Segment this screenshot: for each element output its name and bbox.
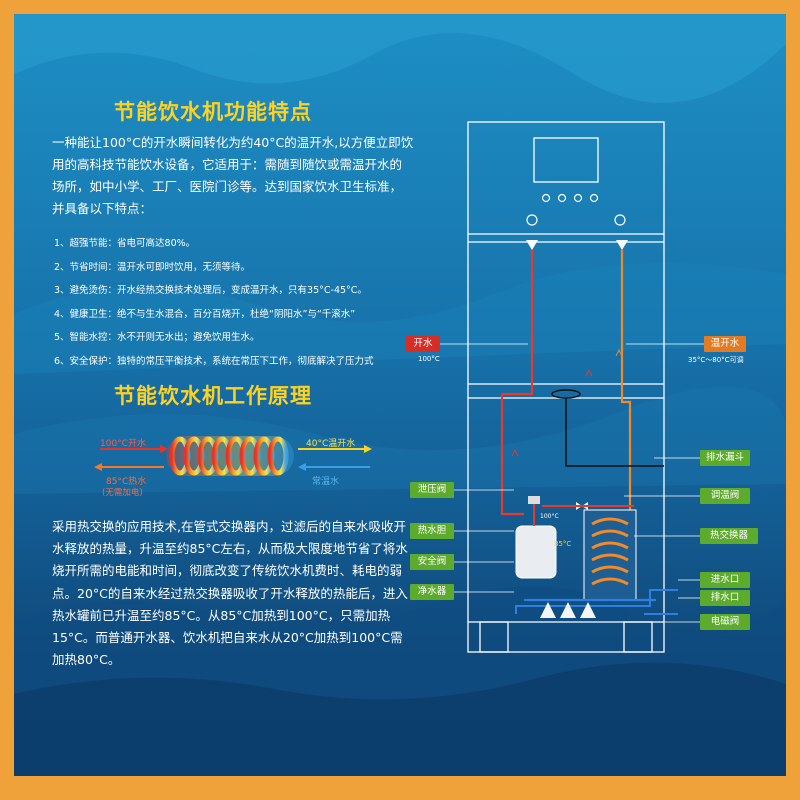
label-no-heat: (无需加电)	[102, 488, 143, 498]
label-purifier: 净水器	[410, 584, 454, 600]
feature-item: 5、智能水控：水不开则无水出；避免饮用生水。	[54, 332, 260, 343]
label-boiling-temp: 100°C	[418, 355, 440, 363]
label-normal-water: 常温水	[312, 477, 340, 487]
feature-item: 2、节省时间：温开水可即时饮用，无须等待。	[54, 261, 251, 273]
machine-diagram: 100°C 85°C	[467, 121, 678, 653]
drain-funnel-icon	[551, 389, 581, 399]
label-warm-out: 40°C温开水	[306, 439, 356, 449]
label-warm-water: 温开水	[704, 336, 746, 352]
label-heat-exchanger: 热交换器	[700, 528, 758, 544]
feature-item: 4、健康卫生：绝不与生水混合，百分百烧开，杜绝“阴阳水”与“千滚水”	[54, 308, 356, 320]
poster: 节能饮水机功能特点 一种能让100°C的开水瞬间转化为约40°C的温开水,以方便…	[14, 14, 786, 776]
feature-item: 1、超强节能：省电可高达80%。	[54, 238, 196, 249]
title-features: 节能饮水机功能特点	[114, 100, 312, 124]
feature-list: 1、超强节能：省电可高达80%。 2、节省时间：温开水可即时饮用，无须等待。 3…	[54, 232, 374, 373]
display-screen-icon	[533, 137, 599, 183]
temp-85-label: 85°C	[554, 540, 571, 548]
faucet-warm-icon	[616, 240, 628, 250]
coil-icon	[166, 436, 294, 476]
principle-graphic	[94, 436, 372, 476]
feature-item: 3、避免烫伤：开水经热交换技术处理后，变成温开水，只有35°C-45°C。	[54, 285, 367, 296]
label-drain-funnel: 排水漏斗	[700, 450, 750, 466]
label-regulating-valve: 调温阀	[700, 488, 750, 504]
machine-body	[467, 121, 665, 653]
drain-line	[565, 398, 664, 467]
label-hot-tank: 热水胆	[410, 523, 454, 539]
control-buttons-icon	[526, 193, 626, 226]
intro-paragraph: 一种能让100°C的开水瞬间转化为约40°C的温开水,以方便立即饮用的高科技节能…	[52, 135, 414, 216]
faucet-hot-icon	[526, 240, 538, 250]
label-inlet: 进水口	[700, 572, 750, 588]
label-hot-in: 100°C开水	[100, 439, 146, 449]
label-solenoid-valve: 电磁阀	[700, 614, 750, 630]
heat-exchanger-coil-icon	[591, 517, 629, 586]
label-pressure-valve: 泄压阀	[410, 482, 454, 498]
description-paragraph: 采用热交换的应用技术,在管式交换器内，过滤后的自来水吸收开水释放的热量，升温至约…	[52, 519, 408, 668]
hot-water-pipe	[500, 250, 534, 516]
title-principle: 节能饮水机工作原理	[114, 384, 312, 408]
label-heated-water: 85°C热水	[106, 477, 147, 487]
label-boiling-water: 开水	[406, 336, 440, 352]
label-safety-valve: 安全阀	[410, 554, 454, 570]
temp-100-label: 100°C	[540, 513, 559, 520]
label-warm-temp: 35°C～80°C可调	[688, 356, 744, 364]
purifier-filters-icon	[540, 602, 596, 618]
feature-item: 6、安全保护：独特的常压平衡技术，系统在常压下工作，彻底解决了压力式	[54, 355, 374, 367]
label-outlet: 排水口	[700, 590, 750, 606]
hot-tank-icon	[515, 525, 557, 579]
